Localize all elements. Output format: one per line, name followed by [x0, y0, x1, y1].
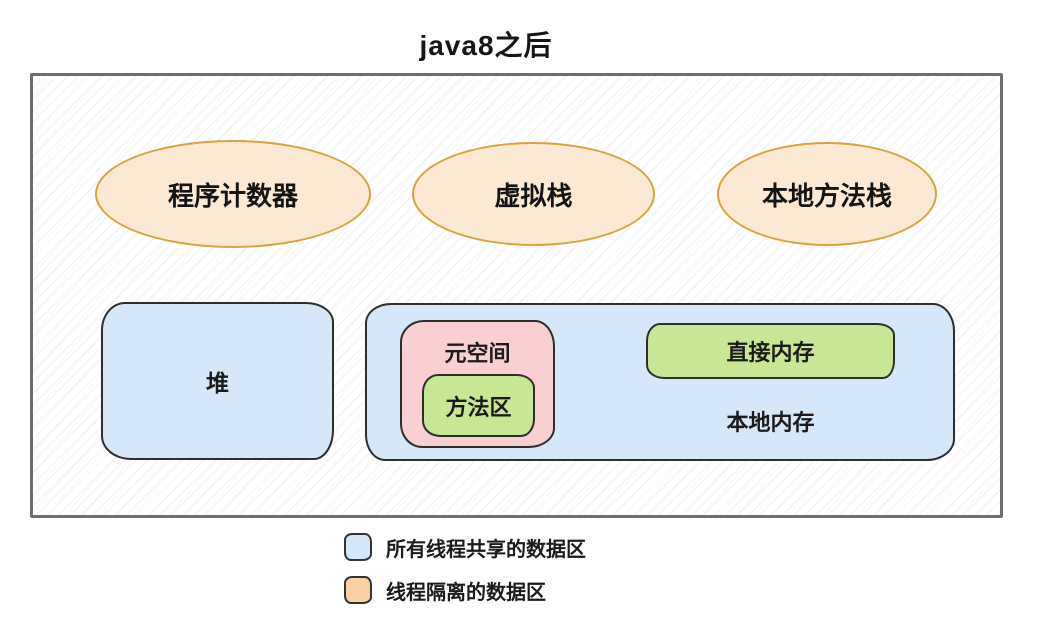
legend-swatch-shared-blue: [344, 533, 372, 561]
metaspace-box: 元空间 方法区: [400, 320, 555, 448]
vm-stack-label: 虚拟栈: [494, 180, 573, 211]
direct-memory-label: 直接内存: [726, 340, 815, 365]
method-area-box: 方法区: [422, 374, 535, 437]
legend-item-shared: 所有线程共享的数据区: [344, 532, 586, 562]
diagram-title: java8之后: [419, 30, 553, 61]
legend-item-isolated: 线程隔离的数据区: [344, 575, 586, 605]
program-counter-label: 程序计数器: [167, 180, 298, 211]
method-area-label: 方法区: [445, 394, 512, 420]
jvm-memory-container: 程序计数器 虚拟栈 本地方法栈 堆 元空间 方法区 直接内存 本地内存: [30, 73, 1003, 518]
ellipse-native-method-stack: 本地方法栈: [717, 142, 937, 246]
legend-swatch-isolated-orange: [344, 576, 372, 604]
native-method-stack-label: 本地方法栈: [761, 180, 892, 211]
native-memory-box: 元空间 方法区 直接内存 本地内存: [365, 303, 955, 461]
heap-box: 堆: [101, 302, 334, 460]
ellipse-vm-stack: 虚拟栈: [412, 142, 655, 246]
legend-label-isolated: 线程隔离的数据区: [386, 581, 546, 604]
metaspace-label: 元空间: [444, 341, 511, 366]
heap-label: 堆: [206, 370, 229, 396]
native-memory-label: 本地内存: [726, 410, 815, 435]
direct-memory-box: 直接内存: [646, 323, 895, 379]
ellipse-program-counter: 程序计数器: [95, 140, 371, 248]
legend: 所有线程共享的数据区 线程隔离的数据区: [344, 532, 586, 618]
legend-label-shared: 所有线程共享的数据区: [386, 538, 586, 561]
